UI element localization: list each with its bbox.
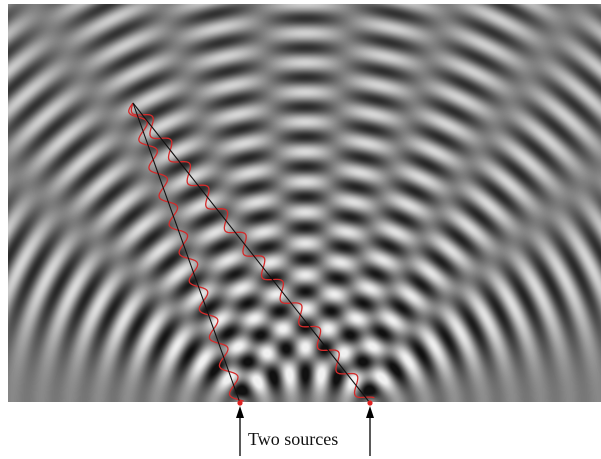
arrow-left bbox=[236, 406, 244, 456]
source-right-dot bbox=[367, 400, 373, 406]
caption-arrows bbox=[236, 406, 374, 456]
ray-line-right bbox=[132, 102, 371, 404]
source-left-dot bbox=[237, 400, 243, 406]
figure-caption: Two sources bbox=[248, 429, 339, 449]
ray-lines bbox=[132, 102, 371, 404]
ray-line-left bbox=[132, 102, 241, 404]
source-markers bbox=[237, 400, 373, 406]
wave-paths bbox=[128, 102, 375, 402]
wave-path-right bbox=[130, 102, 375, 399]
wave-path-left bbox=[128, 102, 244, 402]
arrow-right bbox=[366, 406, 374, 456]
interference-pattern bbox=[8, 4, 601, 402]
